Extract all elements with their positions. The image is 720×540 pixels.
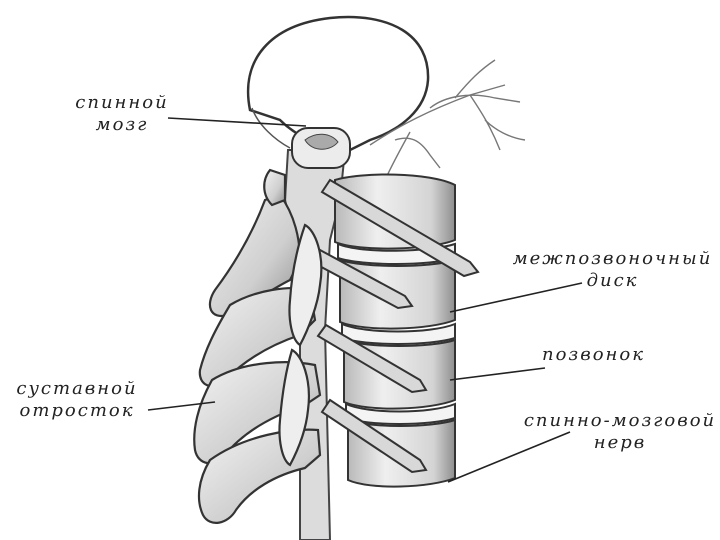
label-spinal-cord: спинной мозг — [62, 92, 182, 136]
label-vertebra: позвонок — [542, 344, 645, 366]
label-spinal-cord-line1: спинной — [62, 92, 182, 114]
label-spinal-nerve: спинно-мозговой нерв — [520, 410, 720, 454]
label-nerve-line2: нерв — [520, 432, 720, 454]
label-articular-process: суставной отросток — [2, 378, 152, 422]
label-disc-line1: межпозвоночный — [505, 248, 720, 270]
label-articular-line2: отросток — [2, 400, 152, 422]
label-intervertebral-disc: межпозвоночный диск — [505, 248, 720, 292]
label-nerve-line1: спинно-мозговой — [520, 410, 720, 432]
label-disc-line2: диск — [505, 270, 720, 292]
label-articular-line1: суставной — [2, 378, 152, 400]
label-spinal-cord-line2: мозг — [62, 114, 182, 136]
label-vertebra-line1: позвонок — [542, 344, 645, 366]
